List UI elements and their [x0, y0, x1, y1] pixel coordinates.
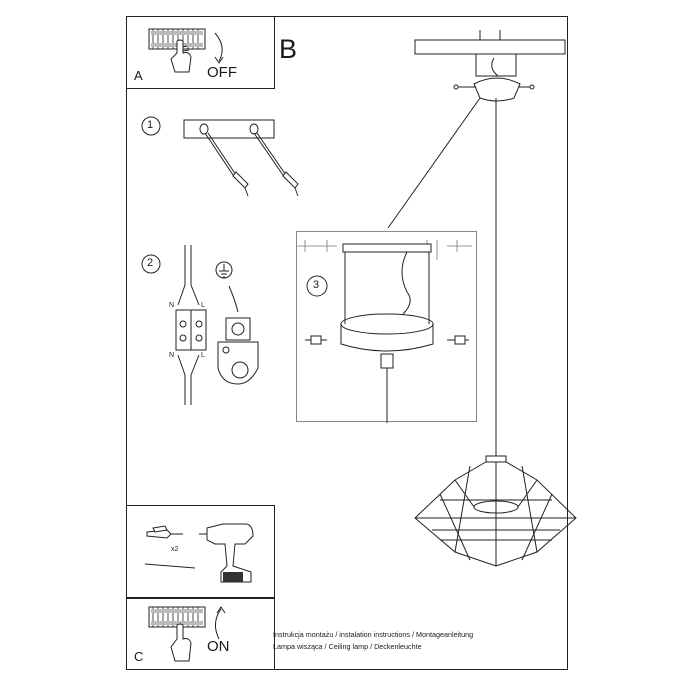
mounting-plate — [183, 119, 275, 139]
wire-label-l-bottom: L — [201, 352, 205, 359]
step-2-number: 2 — [147, 257, 154, 269]
panel-a-letter: A — [134, 68, 143, 83]
power-on-label: ON — [207, 638, 230, 655]
panel-drill-tools: x2 — [126, 505, 275, 598]
screwdriver-drill-icon — [144, 523, 254, 583]
footer-line-1: Instrukcja montażu / instalation instruc… — [273, 630, 474, 639]
section-b-letter: B — [279, 34, 298, 64]
ceiling-mount — [414, 30, 566, 102]
step-1-number: 1 — [147, 119, 154, 131]
step-1-number-circle — [141, 116, 161, 136]
panel-c-power-on: C ON — [126, 598, 275, 670]
wire-label-l-top: L — [201, 302, 205, 309]
wires-and-plugs — [204, 132, 299, 197]
step-2-number-circle — [141, 254, 161, 274]
step-3-detail-frame: 3 — [296, 231, 477, 423]
switch-off-icon — [148, 28, 224, 73]
footer-caption: Instrukcja montażu / instalation instruc… — [273, 629, 473, 653]
ground-symbol-icon — [215, 261, 259, 385]
switch-on-icon — [148, 606, 226, 662]
terminal-block — [175, 245, 207, 405]
power-off-label: OFF — [207, 64, 237, 81]
wire-label-n-bottom: N — [169, 352, 175, 359]
panel-c-letter: C — [134, 649, 144, 664]
canopy-detail-drawing — [297, 240, 472, 423]
instruction-sheet — [126, 16, 568, 670]
footer-line-2: Lampa wisząca / Ceiling lamp / Deckenleu… — [273, 642, 422, 651]
anchor-quantity: x2 — [171, 546, 179, 553]
cage-lampshade — [414, 455, 577, 567]
panel-a-power-off: A OFF — [126, 16, 275, 89]
step-3-number: 3 — [313, 279, 320, 291]
wire-label-n-top: N — [169, 302, 175, 309]
